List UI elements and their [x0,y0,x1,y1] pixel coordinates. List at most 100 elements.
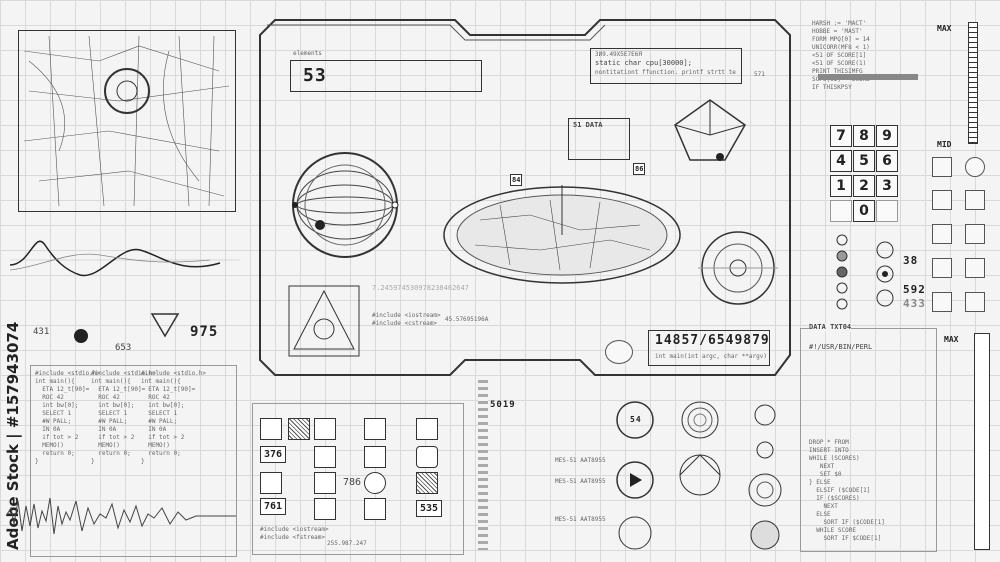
cell-10[interactable] [314,472,336,494]
cell-7[interactable] [364,446,386,468]
audio-waveform [6,497,236,535]
cell-8[interactable] [416,446,438,468]
waveform-graph [9,225,240,295]
triangle-sigil-icon [288,285,360,357]
dot-box-icon [932,258,952,278]
left-code-text: #include <stdio.h> int main(){ ETA 12_t[… [35,370,101,465]
bin-perl-label: #!/USR/BIN/PERL [809,343,873,351]
cell-14[interactable] [364,498,386,520]
square-icon-1 [965,157,985,177]
dot-column [836,234,894,310]
triangle-box-icon [932,224,952,244]
mes-label-3: MES-51 AAT8955 [555,516,606,523]
cell-grid-panel [252,403,464,555]
center-id-badge: 84 [510,174,523,186]
ip-label: 255.987.247 [327,540,367,547]
code-banner-line-1: ЗИ9.49Х5Е7Е6Я [595,51,642,58]
left-code-text-3: #include <stdio.h> int main(){ ETA 12_t[… [141,370,207,465]
data-51-label: 51 DATA [573,121,603,129]
key-8[interactable]: 8 [853,125,875,147]
counter-535: 535 [416,500,443,517]
key-2[interactable]: 2 [853,175,875,197]
right-code-text: DROP * FROM INSERT INTO WHILE (SCORES) N… [809,439,885,542]
counter-431: 431 [33,327,50,337]
cross-box-icon [932,157,952,177]
elements-value: 53 [303,65,327,86]
stream-label: #include <iostream> #include <fstream> [260,526,329,541]
central-hud-frame [259,19,791,376]
dot-box-icon-2 [965,258,985,278]
counter-54: 54 [630,415,642,424]
cell-2[interactable] [288,418,310,440]
coord-caption: int main(int argc, char **argv) [655,353,767,360]
key-4[interactable]: 4 [830,150,852,172]
elements-label: elements [293,50,322,57]
data-51-panel: 51 DATA [568,118,630,160]
cell-1[interactable] [260,418,282,440]
elements-box: 53 [290,60,482,92]
dial-cluster [616,401,782,550]
coord-value: 14857/6549879 [655,333,770,348]
cell-13[interactable] [314,498,336,520]
target-dot-icon [74,329,88,343]
counter-653: 653 [115,343,132,353]
map-frame [18,30,236,212]
cell-4[interactable] [364,418,386,440]
cell-11[interactable] [364,472,386,494]
right-code-panel: DATA TXT04 #!/USR/BIN/PERL DROP * FROM I… [800,323,937,552]
counter-5019: 5019 [490,400,516,410]
key-7[interactable]: 7 [830,125,852,147]
key-6[interactable]: 6 [876,150,898,172]
keypad: 7 8 9 4 5 6 1 2 3 0 [830,125,902,222]
code-banner-line-2: static char cpu[30000]; [595,59,692,67]
counter-975: 975 [190,324,219,340]
counter-571: 571 [754,71,765,78]
max-label-bottom: MAX [944,335,959,344]
counter-38: 38 [903,254,919,267]
long-number: 7.245974530978238462647 [372,284,469,292]
key-0[interactable]: 0 [853,200,875,222]
include-b: #include <cstream> [372,320,438,327]
mid-label: MID [937,140,952,149]
cell-9[interactable] [260,472,282,494]
id-badge-86: 86 [633,163,646,175]
cell-12[interactable] [416,472,438,494]
coord-box: 14857/6549879 int main(int argc, char **… [648,330,770,366]
key-1[interactable]: 1 [830,175,852,197]
key-3[interactable]: 3 [876,175,898,197]
square-icon-2 [932,190,952,210]
counter-376: 376 [260,446,287,463]
key-5[interactable]: 5 [853,150,875,172]
vertical-scale-top [968,22,978,144]
map-icon [23,35,230,207]
crosshair-icon [605,340,633,364]
counter-433: 433 [903,297,926,310]
x-box-icon [965,292,985,312]
cell-6[interactable] [314,446,336,468]
key-blank-left[interactable] [830,200,852,222]
cube-wireframe-icon [674,99,746,161]
code-banner: ЗИ9.49Х5Е7Е6Я static char cpu[30000]; no… [590,48,742,84]
counter-592: 592 [903,283,926,296]
progress-bar [818,74,918,80]
code-banner-line-3: nontitationt ffunction. printf strtt te [595,69,736,76]
include-a: #include <iostream> [372,312,441,319]
data-txt-label: DATA TXT04 [809,323,852,332]
triangle-box-icon-2 [965,224,985,244]
key-9[interactable]: 9 [876,125,898,147]
cell-5[interactable] [416,418,438,440]
counter-761: 761 [260,498,287,515]
vertical-scale-bottom [974,333,990,550]
cell-3[interactable] [314,418,336,440]
city-ellipse-map [443,185,681,284]
square-icon-3 [965,190,985,210]
key-blank-right[interactable] [876,200,898,222]
mes-label-1: MES-51 AAT8955 [555,457,606,464]
vertical-bar-column [478,380,488,550]
globe-target-icon [292,152,399,258]
left-code-text-2: #include <stdio.h> int main(){ ETA 12_t[… [91,370,157,465]
triangle-icon [150,313,180,338]
mes-label-2: MES-51 AAT8955 [555,478,606,485]
top-right-code: HARSH := 'MACT' HOBBE = 'MAST' FORM MPQ[… [812,20,870,91]
